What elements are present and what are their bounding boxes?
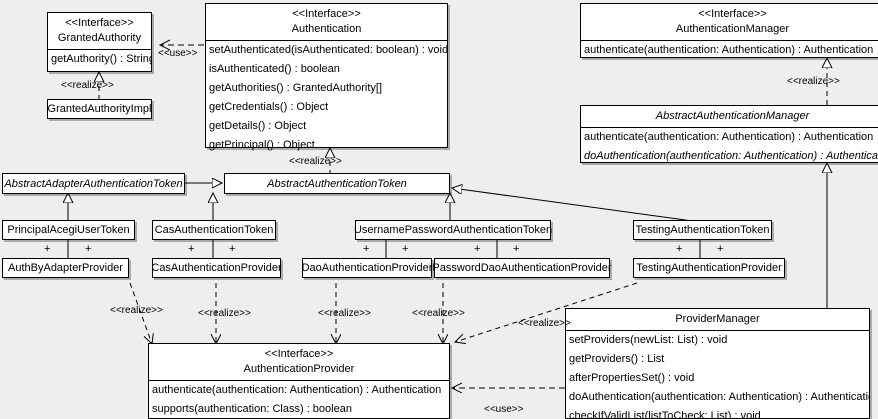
operation-row: getPrincipal() : Object bbox=[209, 139, 315, 151]
operation-row: getProviders() : List bbox=[569, 353, 665, 365]
class-name-label: GrantedAuthorityImpl bbox=[47, 103, 152, 115]
compartment-divider bbox=[581, 127, 878, 128]
class-abstract-authentication-manager[interactable]: AbstractAuthenticationManager authentica… bbox=[580, 105, 878, 163]
association-role-marker: + bbox=[188, 243, 195, 255]
stereotype-label: <<Interface>> bbox=[65, 17, 134, 29]
class-header: <<Interface>> Authentication bbox=[206, 4, 447, 40]
class-principal-acegi-user-token[interactable]: PrincipalAcegiUserToken bbox=[2, 220, 135, 240]
operations-compartment: getAuthority() : String bbox=[48, 50, 151, 69]
operation-row: checkIfValidList(listToCheck: List) : vo… bbox=[569, 410, 761, 419]
edge-label-realize-dao: <<realize>> bbox=[318, 308, 371, 319]
edge-label-realize-cas: <<realize>> bbox=[198, 308, 251, 319]
edge-label-realize-abstract-authentication-manager: <<realize>> bbox=[787, 76, 840, 87]
operation-row: getDetails() : Object bbox=[209, 120, 307, 132]
association-role-marker: + bbox=[676, 243, 683, 255]
class-header: ProviderManager bbox=[566, 309, 869, 330]
operation-row: getCredentials() : Object bbox=[209, 101, 329, 113]
operation-row: doAuthentication(authentication: Authent… bbox=[584, 150, 878, 162]
edge-label-realize-auth-by-adapter: <<realize>> bbox=[110, 305, 163, 316]
class-cas-authentication-provider[interactable]: CasAuthenticationProvider bbox=[151, 258, 282, 278]
operation-row: authenticate(authentication: Authenticat… bbox=[584, 44, 874, 56]
class-header: <<Interface>> GrantedAuthority bbox=[48, 13, 151, 49]
class-name-label: AuthenticationManager bbox=[675, 23, 790, 35]
class-name-label: UsernamePasswordAuthenticationToken bbox=[353, 224, 553, 236]
class-authentication-manager[interactable]: <<Interface>> AuthenticationManager auth… bbox=[580, 3, 878, 58]
class-name-label: AuthByAdapterProvider bbox=[8, 262, 123, 274]
association-role-marker: + bbox=[717, 243, 724, 255]
association-role-marker: + bbox=[229, 243, 236, 255]
class-header: <<Interface>> AuthenticationProvider bbox=[149, 344, 449, 380]
operation-row: getAuthorities() : GrantedAuthority[] bbox=[209, 82, 383, 94]
class-abstract-adapter-authentication-token[interactable]: AbstractAdapterAuthenticationToken bbox=[2, 173, 185, 194]
association-role-marker: + bbox=[474, 243, 481, 255]
operations-compartment: setProviders(newList: List) : void getPr… bbox=[566, 331, 869, 419]
class-testing-authentication-provider[interactable]: TestingAuthenticationProvider bbox=[633, 258, 785, 278]
edge-label-use-provider-manager: <<use>> bbox=[484, 404, 524, 415]
compartment-divider bbox=[566, 330, 869, 331]
stereotype-label: <<Interface>> bbox=[264, 348, 334, 360]
association-role-marker: + bbox=[513, 243, 520, 255]
operation-row: setAuthenticated(isAuthenticated: boolea… bbox=[209, 44, 447, 56]
class-name-label: CasAuthenticationProvider bbox=[151, 262, 282, 274]
compartment-divider bbox=[206, 40, 447, 41]
association-role-marker: + bbox=[85, 243, 92, 255]
class-username-password-authentication-token[interactable]: UsernamePasswordAuthenticationToken bbox=[353, 220, 553, 240]
class-authentication[interactable]: <<Interface>> Authentication setAuthenti… bbox=[205, 3, 448, 151]
class-name-label: AbstractAuthenticationToken bbox=[267, 177, 407, 190]
class-testing-authentication-token[interactable]: TestingAuthenticationToken bbox=[633, 220, 772, 240]
operation-row: setProviders(newList: List) : void bbox=[569, 334, 728, 346]
class-name-label: AuthenticationProvider bbox=[243, 363, 355, 375]
association-role-marker: + bbox=[363, 243, 370, 255]
operations-compartment: authenticate(authentication: Authenticat… bbox=[581, 128, 878, 166]
class-name-label: DaoAuthenticationProvider bbox=[301, 262, 433, 274]
edge-label-realize-password-dao: <<realize>> bbox=[412, 308, 465, 319]
edge-label-realize-testing: <<realize>> bbox=[518, 318, 571, 329]
compartment-divider bbox=[581, 40, 878, 41]
class-name-label: PasswordDaoAuthenticationProvider bbox=[432, 262, 612, 274]
class-auth-by-adapter-provider[interactable]: AuthByAdapterProvider bbox=[2, 258, 129, 278]
class-name-label: PrincipalAcegiUserToken bbox=[7, 224, 130, 236]
class-header: <<Interface>> AuthenticationManager bbox=[581, 4, 878, 40]
edge-label-realize-granted-authority-impl: <<realize>> bbox=[61, 80, 114, 91]
operation-row: afterPropertiesSet() : void bbox=[569, 372, 695, 384]
compartment-divider bbox=[48, 49, 151, 50]
association-role-marker: + bbox=[402, 243, 409, 255]
class-name-label: AbstractAdapterAuthenticationToken bbox=[4, 177, 183, 190]
edge-label-realize-abstract-authentication-token: <<realize>> bbox=[289, 156, 342, 167]
operation-row: supports(authentication: Class) : boolea… bbox=[152, 403, 352, 415]
class-abstract-authentication-token[interactable]: AbstractAuthenticationToken bbox=[224, 173, 450, 194]
class-password-dao-authentication-provider[interactable]: PasswordDaoAuthenticationProvider bbox=[432, 258, 612, 278]
class-granted-authority-impl[interactable]: GrantedAuthorityImpl bbox=[47, 99, 152, 119]
operations-compartment: authenticate(authentication: Authenticat… bbox=[149, 381, 449, 419]
class-name-label: TestingAuthenticationToken bbox=[635, 224, 770, 236]
class-name-label: TestingAuthenticationProvider bbox=[636, 262, 782, 274]
stereotype-label: <<Interface>> bbox=[698, 8, 767, 20]
class-header: AbstractAuthenticationManager bbox=[581, 106, 878, 127]
class-name-label: AbstractAuthenticationManager bbox=[655, 110, 810, 122]
edge-label-use-granted-authority: <<use>> bbox=[158, 48, 198, 59]
operation-row: isAuthenticated() : boolean bbox=[209, 63, 340, 75]
class-granted-authority[interactable]: <<Interface>> GrantedAuthority getAuthor… bbox=[47, 12, 152, 72]
operation-row: getAuthority() : String bbox=[51, 53, 151, 65]
operation-row: authenticate(authentication: Authenticat… bbox=[152, 384, 442, 396]
class-name-label: ProviderManager bbox=[675, 313, 760, 325]
operation-row: authenticate(authentication: Authenticat… bbox=[584, 131, 874, 143]
operations-compartment: authenticate(authentication: Authenticat… bbox=[581, 41, 878, 60]
operation-row: doAuthentication(authentication: Authent… bbox=[569, 391, 869, 403]
operations-compartment: setAuthenticated(isAuthenticated: boolea… bbox=[206, 41, 447, 155]
association-role-marker: + bbox=[44, 243, 51, 255]
class-provider-manager[interactable]: ProviderManager setProviders(newList: Li… bbox=[565, 308, 870, 419]
class-cas-authentication-token[interactable]: CasAuthenticationToken bbox=[152, 220, 276, 240]
class-name-label: CasAuthenticationToken bbox=[154, 224, 274, 236]
class-dao-authentication-provider[interactable]: DaoAuthenticationProvider bbox=[302, 258, 432, 278]
compartment-divider bbox=[149, 380, 449, 381]
class-authentication-provider[interactable]: <<Interface>> AuthenticationProvider aut… bbox=[148, 343, 450, 419]
stereotype-label: <<Interface>> bbox=[292, 8, 361, 20]
class-name-label: GrantedAuthority bbox=[57, 32, 142, 44]
class-name-label: Authentication bbox=[291, 23, 362, 35]
